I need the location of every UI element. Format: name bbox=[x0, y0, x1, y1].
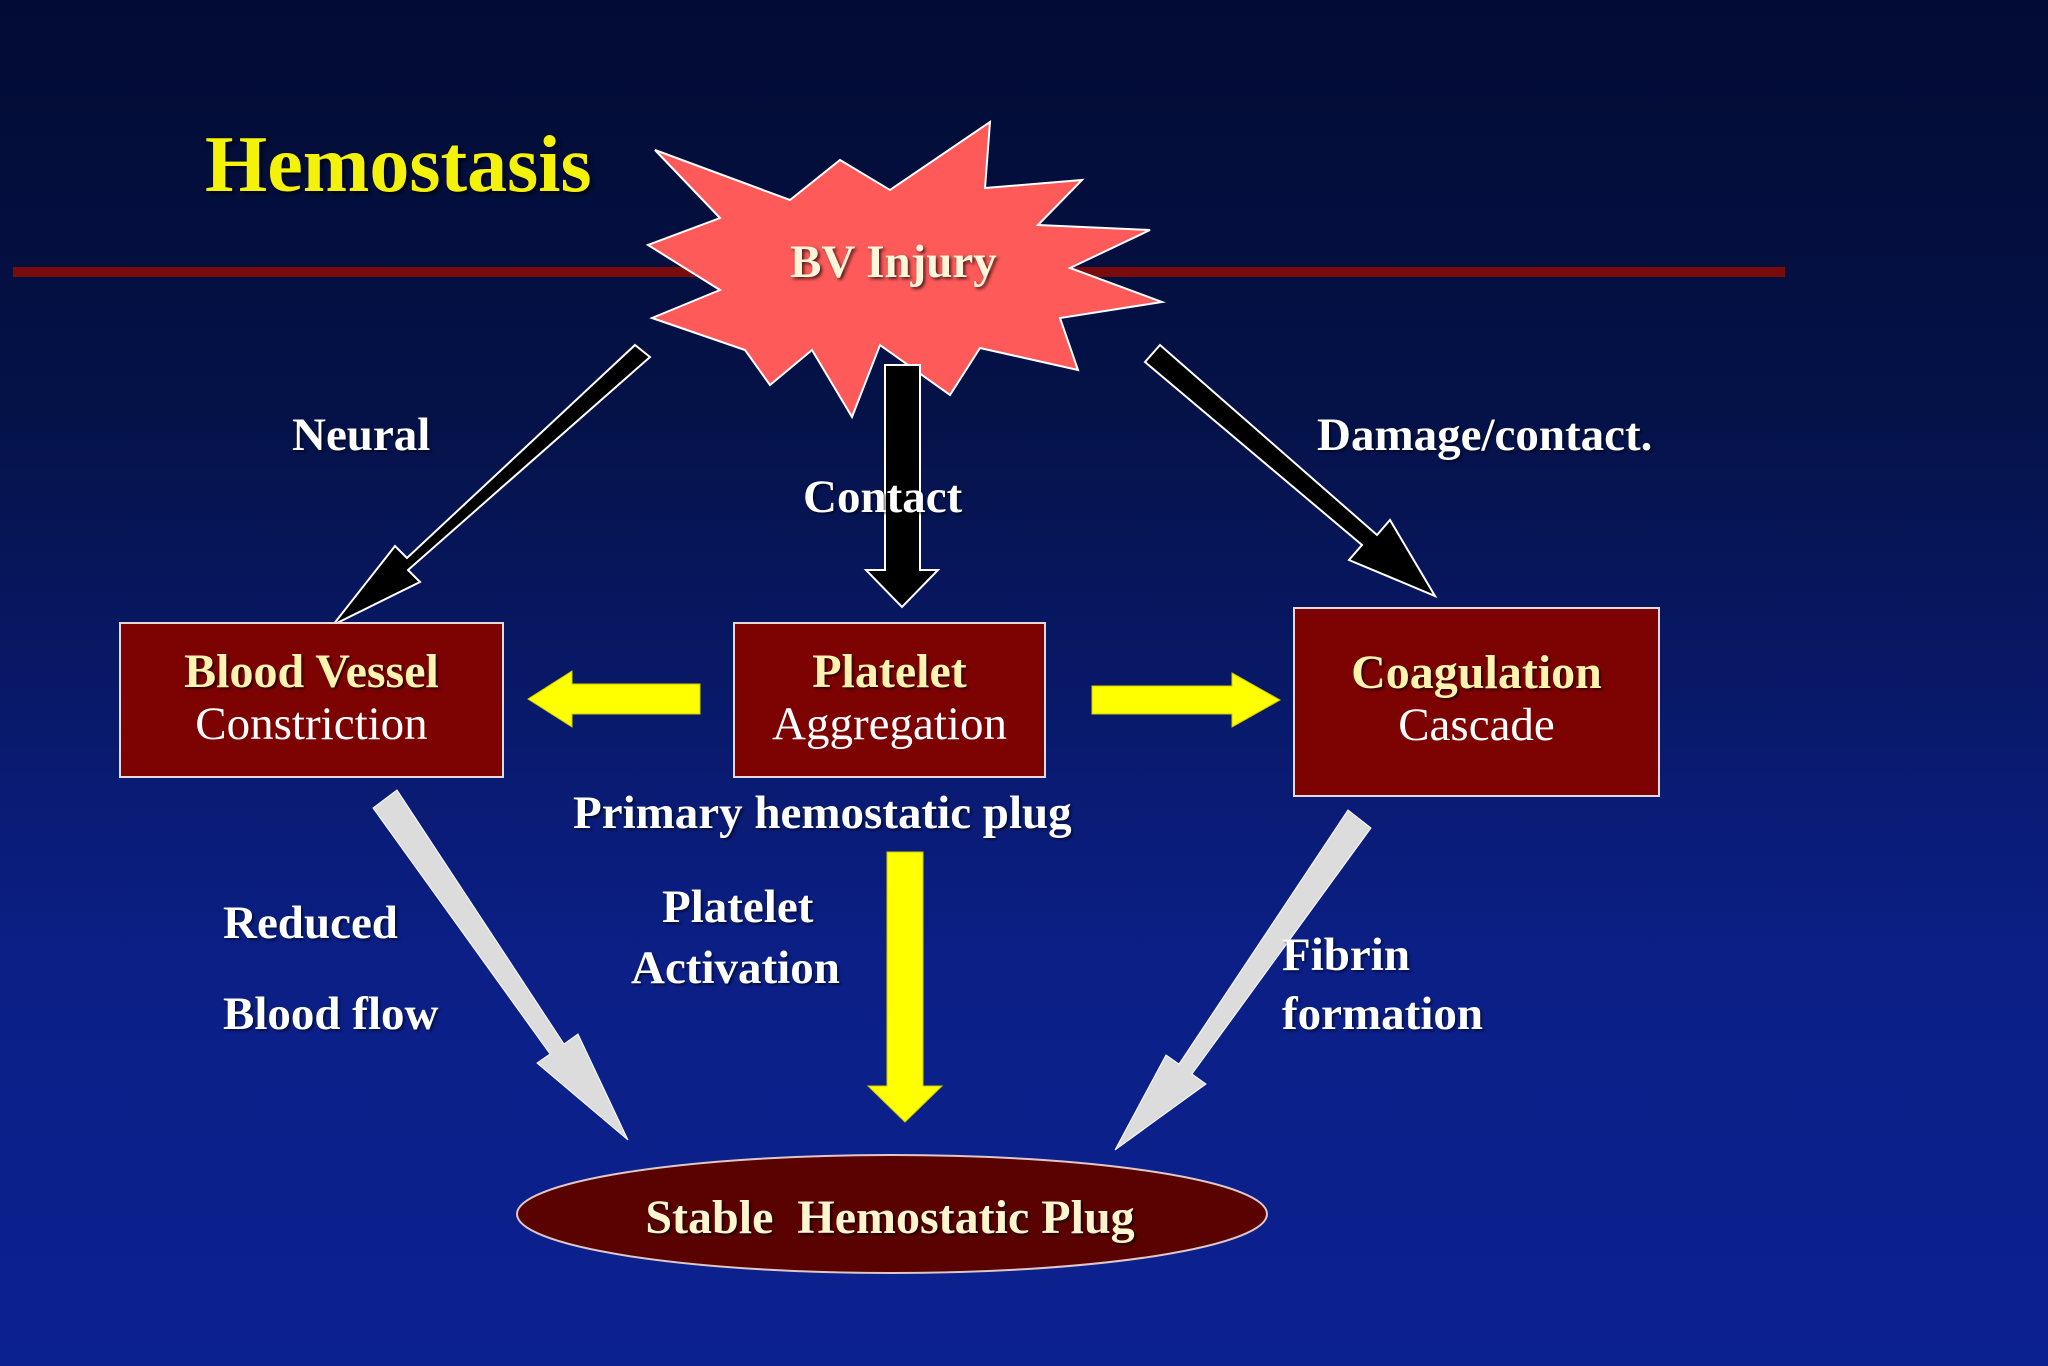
fibrin-label-1: Fibrin bbox=[1282, 929, 1410, 981]
platelet-activation-arrow bbox=[866, 851, 944, 1123]
aggregation-to-coagulation-arrow bbox=[1091, 672, 1282, 728]
contact-arrow bbox=[863, 364, 941, 609]
platelet-activation-label-2: Activation bbox=[631, 942, 840, 994]
platelet-activation-label-1: Platelet bbox=[662, 881, 814, 933]
neural-label: Neural bbox=[292, 409, 431, 461]
blood-vessel-node: Blood Vessel Constriction bbox=[119, 622, 504, 778]
reduced-flow-arrow bbox=[372, 789, 629, 1141]
reduced-label: Reduced bbox=[223, 897, 398, 949]
contact-label: Contact bbox=[803, 471, 963, 523]
platelet-subtitle: Aggregation bbox=[772, 697, 1007, 750]
aggregation-to-vessel-arrow bbox=[527, 670, 701, 728]
injury-starburst bbox=[645, 120, 1166, 420]
damage-arrow bbox=[1143, 343, 1438, 599]
coagulation-subtitle: Cascade bbox=[1398, 698, 1555, 751]
platelet-node: Platelet Aggregation bbox=[733, 622, 1046, 778]
blood-vessel-title: Blood Vessel bbox=[184, 645, 439, 698]
platelet-title: Platelet bbox=[812, 645, 967, 698]
blood-vessel-subtitle: Constriction bbox=[195, 697, 428, 750]
fibrin-label-2: formation bbox=[1282, 988, 1484, 1040]
stable-plug-label: Stable Hemostatic Plug bbox=[645, 1191, 1135, 1244]
slide-title: Hemostasis bbox=[205, 121, 592, 209]
fibrin-formation-arrow bbox=[1114, 809, 1372, 1151]
stable-plug-ellipse bbox=[516, 1154, 1268, 1274]
injury-label: BV Injury bbox=[790, 236, 997, 288]
coagulation-node: Coagulation Cascade bbox=[1293, 607, 1660, 797]
blood-flow-label: Blood flow bbox=[223, 988, 439, 1040]
neural-arrow bbox=[332, 343, 652, 626]
damage-label: Damage/contact. bbox=[1317, 409, 1653, 461]
primary-plug-label: Primary hemostatic plug bbox=[573, 787, 1072, 839]
coagulation-title: Coagulation bbox=[1351, 646, 1602, 699]
